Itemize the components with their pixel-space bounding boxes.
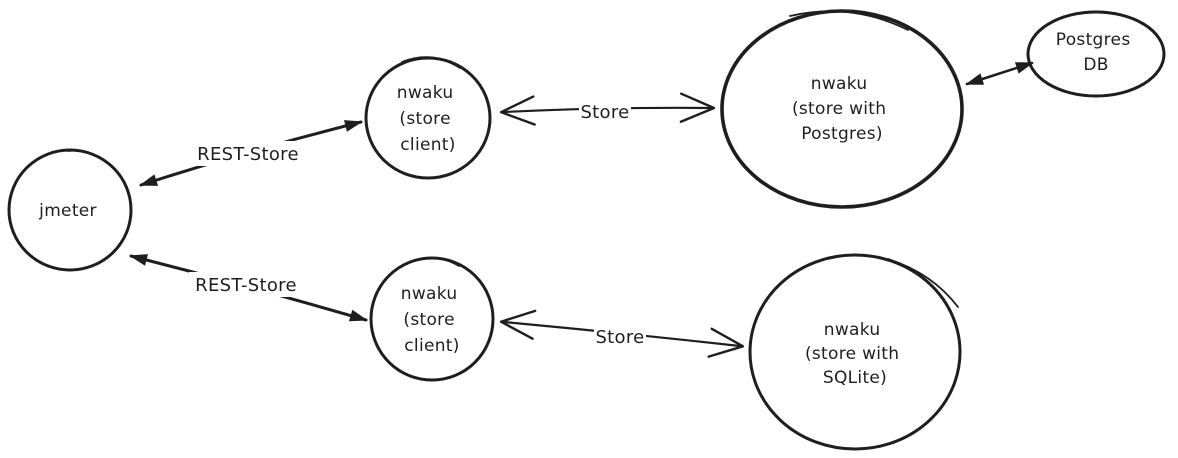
node-label: nwaku (store with Postgres)	[792, 74, 892, 144]
arrow-line	[965, 61, 1034, 86]
edge-label: Store	[580, 102, 629, 123]
nodes-layer: jmeter nwaku (store client) nwaku (store…	[7, 9, 1166, 451]
node-label-line: (store	[403, 310, 454, 330]
node-label-line: nwaku	[811, 74, 868, 94]
store-sqlite-circle	[748, 253, 962, 451]
node-label-line: (store with	[805, 344, 899, 364]
edge-store-bottom[interactable]: Store	[499, 309, 745, 358]
node-label-line: client)	[400, 135, 455, 155]
node-label-line: DB	[1083, 55, 1108, 75]
node-label-line: nwaku	[401, 284, 458, 304]
sketch-detail	[401, 56, 461, 69]
node-label-line: (store	[399, 109, 450, 129]
node-label-line: client)	[404, 336, 459, 356]
node-jmeter[interactable]: jmeter	[7, 148, 133, 272]
edge-rest-store-bottom[interactable]: REST-Store	[129, 254, 368, 322]
node-nwaku-store-postgres[interactable]: nwaku (store with Postgres)	[720, 9, 964, 209]
node-nwaku-store-client-top[interactable]: nwaku (store client)	[364, 56, 492, 180]
edge-postgres-link[interactable]	[965, 61, 1034, 86]
node-label-line: nwaku	[824, 320, 881, 340]
edge-label: REST-Store	[197, 144, 299, 165]
node-label-line: Postgres)	[801, 124, 883, 144]
node-nwaku-store-sqlite[interactable]: nwaku (store with SQLite)	[748, 253, 962, 451]
sketch-detail	[406, 256, 460, 267]
edge-label: Store	[595, 327, 644, 348]
node-label: nwaku (store with SQLite)	[805, 320, 905, 388]
node-label-line: jmeter	[38, 201, 97, 221]
edges-layer: REST-Store Store REST-Store Store	[129, 61, 1034, 358]
node-label-line: (store with	[792, 99, 886, 119]
edge-store-top[interactable]: Store	[499, 92, 716, 126]
node-label: jmeter	[38, 201, 97, 221]
node-postgres-db[interactable]: Postgres DB	[1026, 10, 1166, 98]
node-label-line: nwaku	[397, 83, 454, 103]
edge-label-bg	[189, 272, 303, 297]
node-label-line: Postgres	[1056, 30, 1131, 50]
edge-label-bg	[191, 141, 305, 166]
edge-label: REST-Store	[195, 275, 297, 296]
sketch-detail	[67, 149, 101, 159]
sketch-detail	[1061, 11, 1135, 20]
sketch-detail	[789, 10, 909, 31]
node-label-line: SQLite)	[823, 368, 887, 388]
edge-label-bg	[579, 99, 631, 122]
node-label: nwaku (store client)	[397, 83, 459, 155]
edge-label-bg	[594, 324, 646, 347]
postgres-db-ellipse	[1026, 10, 1166, 98]
node-label: Postgres DB	[1056, 30, 1136, 75]
edge-rest-store-top[interactable]: REST-Store	[139, 120, 363, 187]
sketch-detail	[887, 258, 959, 308]
node-nwaku-store-client-bottom[interactable]: nwaku (store client)	[369, 256, 495, 382]
node-label: nwaku (store client)	[401, 284, 463, 356]
